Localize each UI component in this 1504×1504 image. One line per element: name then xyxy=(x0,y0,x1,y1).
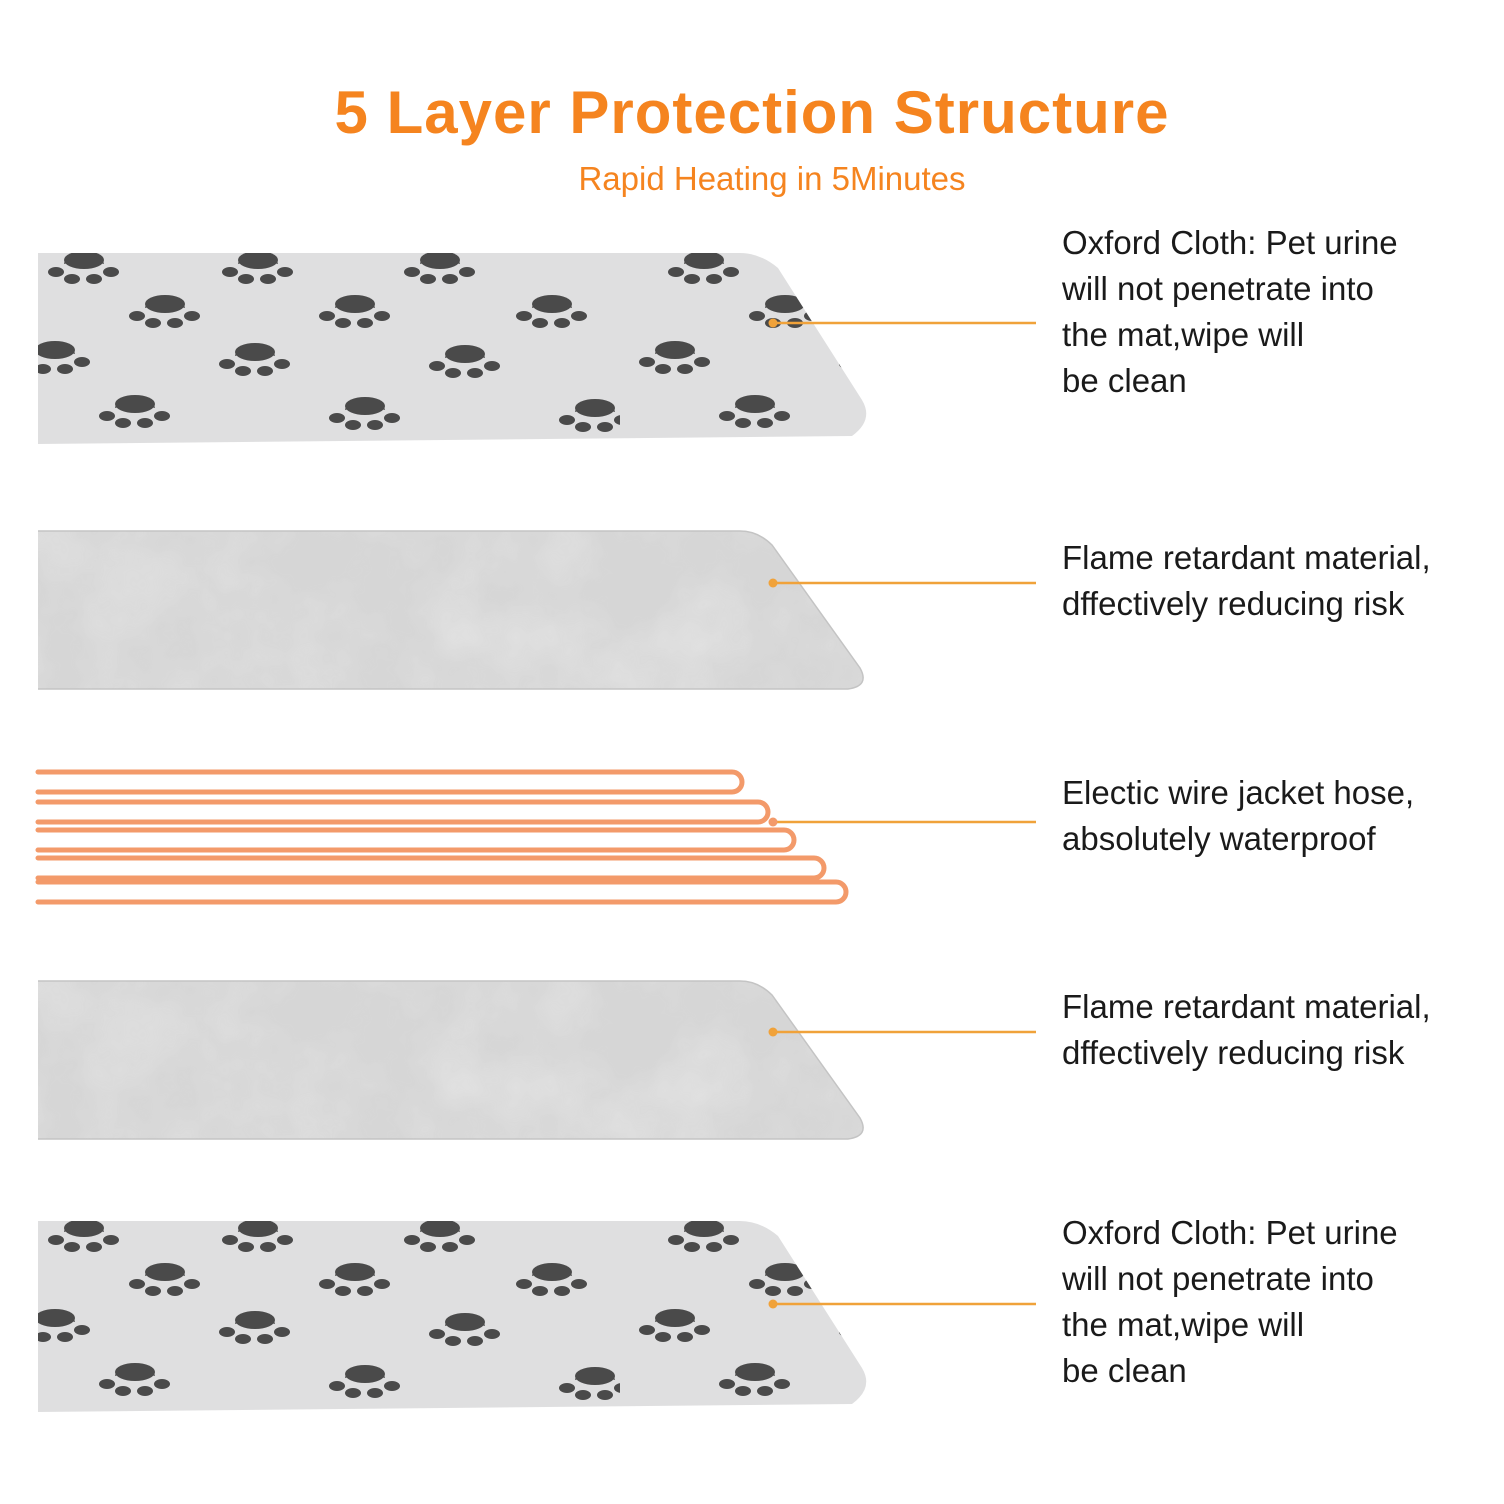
leader-dot xyxy=(768,578,778,588)
caption-layer-5: Oxford Cloth: Pet urine will not penetra… xyxy=(1062,1214,1398,1389)
leader-dot xyxy=(768,318,778,328)
layer-flame-retardant-bottom xyxy=(38,980,1036,1140)
layer-flame-retardant-top xyxy=(38,530,1036,690)
leader-dot xyxy=(768,1299,778,1309)
layer-oxford-cloth-top xyxy=(38,253,1036,444)
leader-dot xyxy=(768,817,778,827)
caption-layer-3: Electic wire jacket hose, absolutely wat… xyxy=(1062,774,1415,857)
layer-heating-wire xyxy=(35,769,1036,905)
caption-layer-4: Flame retardant material, dffectively re… xyxy=(1062,988,1431,1071)
caption-layer-2: Flame retardant material, dffectively re… xyxy=(1062,539,1431,622)
leader-dot xyxy=(768,1027,778,1037)
page-title: 5 Layer Protection Structure xyxy=(334,79,1170,146)
layer-oxford-cloth-bottom xyxy=(38,1221,1036,1412)
caption-layer-1: Oxford Cloth: Pet urine will not penetra… xyxy=(1062,224,1398,399)
page-subtitle: Rapid Heating in 5Minutes xyxy=(578,160,966,197)
